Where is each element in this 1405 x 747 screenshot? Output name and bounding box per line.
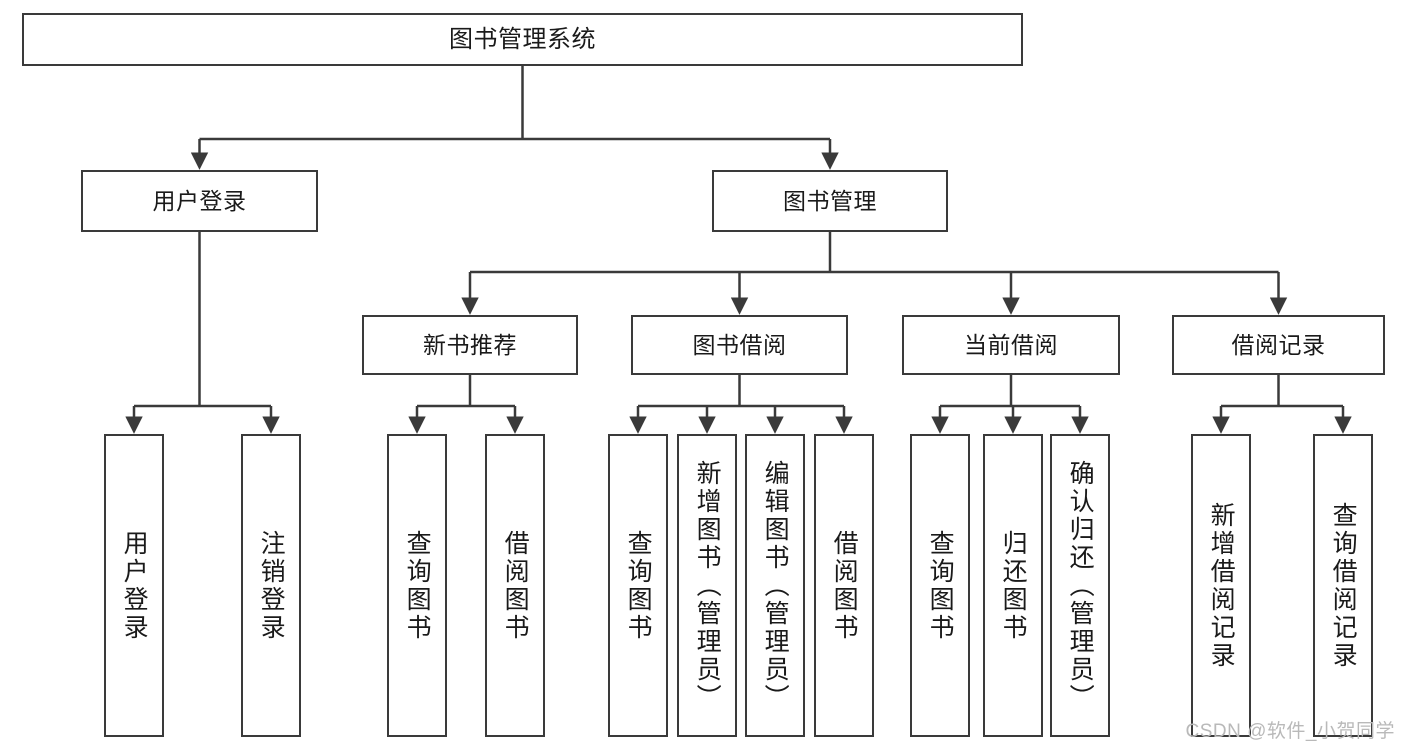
node-leaf-query-record[interactable]: 查询借阅记录	[1313, 434, 1373, 737]
node-label: 归还图书	[999, 529, 1028, 642]
node-leaf-borrow-book-2[interactable]: 借阅图书	[814, 434, 874, 737]
node-label: 新增图书（管理员）	[693, 459, 722, 712]
node-leaf-confirm-return[interactable]: 确认归还（管理员）	[1050, 434, 1110, 737]
node-label: 查询图书	[403, 529, 432, 642]
node-book-manage[interactable]: 图书管理	[712, 170, 948, 232]
node-borrow-record[interactable]: 借阅记录	[1172, 315, 1385, 375]
node-leaf-borrow-book-1[interactable]: 借阅图书	[485, 434, 545, 737]
node-leaf-query-book-1[interactable]: 查询图书	[387, 434, 447, 737]
node-leaf-query-book-2[interactable]: 查询图书	[608, 434, 668, 737]
node-user-login[interactable]: 用户登录	[81, 170, 318, 232]
node-label: 借阅图书	[501, 529, 530, 642]
node-label: 借阅图书	[830, 529, 859, 642]
node-label: 确认归还（管理员）	[1066, 459, 1095, 712]
node-label: 查询借阅记录	[1329, 501, 1358, 670]
node-leaf-return-book[interactable]: 归还图书	[983, 434, 1043, 737]
node-label: 编辑图书（管理员）	[761, 459, 790, 712]
node-label: 用户登录	[152, 187, 247, 214]
node-label: 当前借阅	[964, 331, 1058, 358]
node-label: 查询图书	[624, 529, 653, 642]
node-root[interactable]: 图书管理系统	[22, 13, 1023, 66]
node-book-borrow[interactable]: 图书借阅	[631, 315, 848, 375]
node-label: 借阅记录	[1231, 331, 1326, 358]
node-label: 图书借阅	[692, 331, 787, 358]
node-label: 图书管理系统	[449, 25, 596, 53]
node-label: 图书管理	[783, 187, 877, 214]
node-label: 新书推荐	[423, 331, 517, 358]
node-label: 新增借阅记录	[1207, 501, 1236, 670]
csdn-watermark: CSDN @软件_小贺同学	[1185, 721, 1395, 742]
node-label: 查询图书	[926, 529, 955, 642]
node-leaf-query-book-3[interactable]: 查询图书	[910, 434, 970, 737]
node-label: 用户登录	[120, 529, 149, 642]
node-leaf-logout[interactable]: 注销登录	[241, 434, 301, 737]
node-leaf-user-login[interactable]: 用户登录	[104, 434, 164, 737]
node-leaf-add-book[interactable]: 新增图书（管理员）	[677, 434, 737, 737]
node-leaf-edit-book[interactable]: 编辑图书（管理员）	[745, 434, 805, 737]
node-leaf-add-record[interactable]: 新增借阅记录	[1191, 434, 1251, 737]
node-current-borrow[interactable]: 当前借阅	[902, 315, 1120, 375]
node-new-book-recommend[interactable]: 新书推荐	[362, 315, 578, 375]
node-label: 注销登录	[257, 529, 286, 642]
